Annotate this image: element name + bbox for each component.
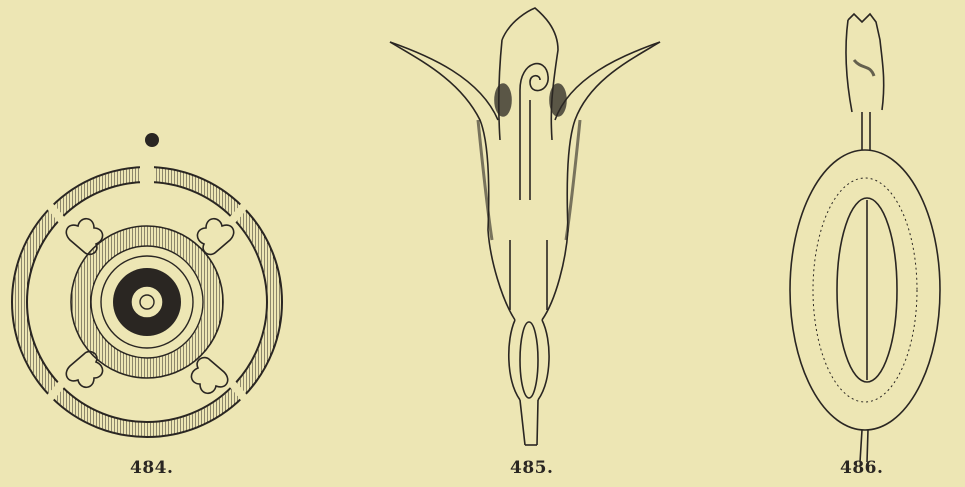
figure-caption-484: 484.	[130, 458, 173, 478]
figure-caption-486: 486.	[840, 458, 883, 478]
floral-diagram-484	[0, 0, 300, 460]
flower-section-485	[370, 0, 690, 460]
figure-caption-485: 485.	[510, 458, 553, 478]
ovary-section-486	[770, 0, 950, 460]
axis-dot	[145, 133, 159, 147]
